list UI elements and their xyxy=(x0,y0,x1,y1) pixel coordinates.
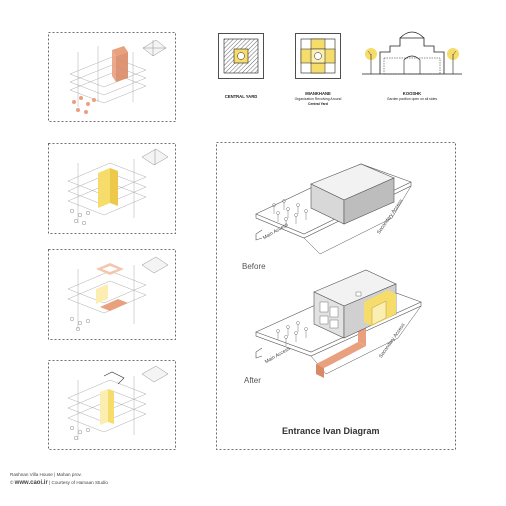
central-yard-label: CENTRAL YARD xyxy=(224,94,258,99)
project-credit: Rashnan Villa House | Mahan prov. xyxy=(10,472,82,477)
entrance-ivan-panel xyxy=(216,142,456,450)
after-label: After xyxy=(244,376,261,385)
copyright-symbol: © xyxy=(10,480,14,485)
kooshk-label: KOOSHK xyxy=(402,91,422,96)
diagram-panel-1 xyxy=(48,32,176,122)
diagram-panel-4 xyxy=(48,360,176,450)
courtesy-text: | Courtesy of Hamaan Studio xyxy=(49,480,108,485)
entrance-ivan-title: Entrance Ivan Diagram xyxy=(282,426,380,436)
kooshk-icon xyxy=(360,30,464,80)
diagram-panel-2 xyxy=(48,143,176,234)
diagram-panel-3 xyxy=(48,249,176,340)
miankhane-label: MIANKHANE xyxy=(305,91,331,96)
central-yard-icon xyxy=(218,33,264,79)
miankhane-caption-1: Organization Revolving Around xyxy=(294,97,342,101)
kooshk-caption: Garden pavilion open on all sides xyxy=(386,97,438,101)
website-link[interactable]: www.caoi.ir xyxy=(14,480,48,486)
caoi-credit: © www.caoi.ir | Courtesy of Hamaan Studi… xyxy=(10,480,108,486)
before-label: Before xyxy=(242,262,266,271)
miankhane-caption-2: Central Yard xyxy=(308,102,328,106)
miankhane-icon xyxy=(295,33,341,79)
